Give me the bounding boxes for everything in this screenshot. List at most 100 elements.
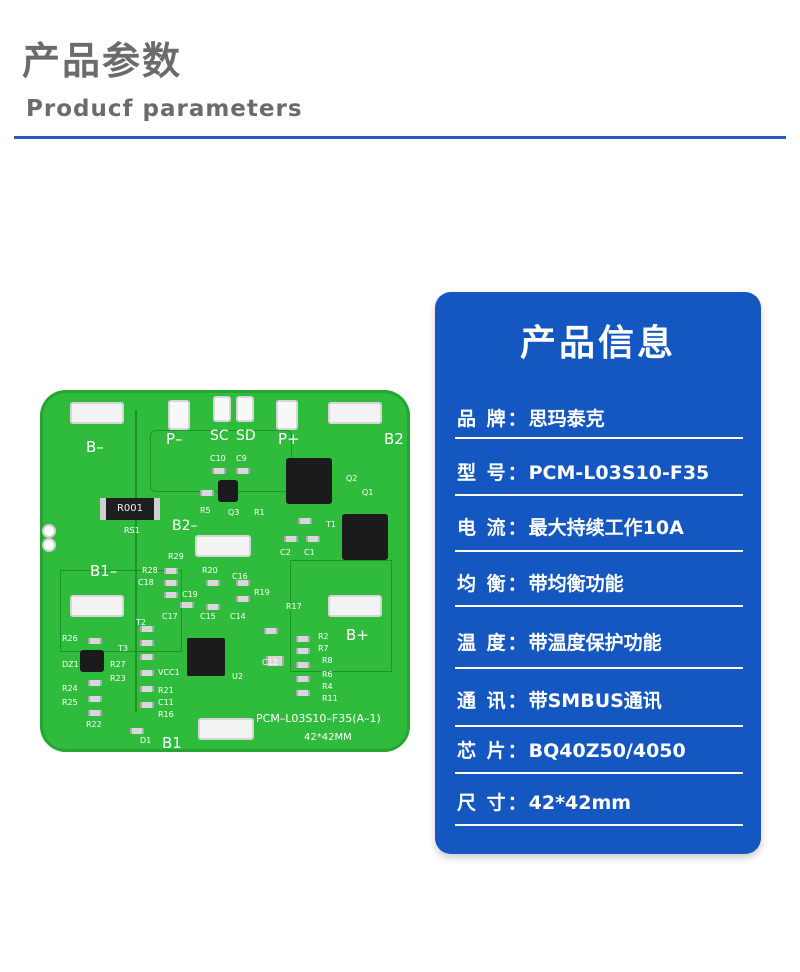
smd-part xyxy=(284,536,298,542)
pcb-ref: T1 xyxy=(326,520,336,529)
smd-part xyxy=(212,468,226,474)
pcb-ref: C2 xyxy=(280,548,291,557)
pcb-ref: R28 xyxy=(142,566,158,575)
smd-part xyxy=(266,656,284,666)
info-row-chip: 芯 片：BQ40Z50/4050 xyxy=(457,736,741,763)
info-label: 型 号： xyxy=(457,462,529,484)
pcb-ref: R24 xyxy=(62,684,78,693)
pcb-label-b1: B1 xyxy=(162,734,182,752)
page-title: 产品参数 xyxy=(22,39,183,83)
smd-part xyxy=(298,518,312,524)
smd-part xyxy=(296,648,310,654)
pad-sd xyxy=(236,396,254,422)
pcb-ref: C1 xyxy=(304,548,315,557)
pcb-ref: C11 xyxy=(158,698,174,707)
info-value: 带均衡功能 xyxy=(528,573,624,595)
smd-part xyxy=(140,640,154,646)
row-divider xyxy=(455,437,743,439)
pcb-ref: Q1 xyxy=(362,488,374,497)
info-row-model: 型 号：PCM-L03S10-F35 xyxy=(457,458,741,485)
smd-part xyxy=(206,604,220,610)
pcb-ref: R7 xyxy=(318,644,329,653)
pcb-ref: R16 xyxy=(158,710,174,719)
pcb-ref: C17 xyxy=(162,612,178,621)
mounting-hole xyxy=(44,526,54,536)
info-label: 芯 片： xyxy=(457,740,529,762)
pcb-ref: RS1 xyxy=(124,526,140,535)
pcb-label-p-minus: P– xyxy=(166,430,183,448)
pcb-ref: R25 xyxy=(62,698,78,707)
info-label: 品 牌： xyxy=(457,408,529,430)
smd-part xyxy=(140,702,154,708)
pcb-label-b1-minus: B1– xyxy=(90,562,118,580)
info-row-brand: 品 牌：思玛泰克 xyxy=(457,404,741,431)
info-label: 电 流： xyxy=(457,517,529,539)
row-divider xyxy=(455,494,743,496)
smd-part xyxy=(180,602,194,608)
smd-part xyxy=(296,690,310,696)
smd-part xyxy=(306,536,320,542)
info-row-communication: 通 讯：带SMBUS通讯 xyxy=(457,686,741,713)
pcb-ref: R11 xyxy=(322,694,338,703)
info-row-current: 电 流：最大持续工作10A xyxy=(457,513,741,540)
pcb-ref: VCC1 xyxy=(158,668,180,677)
smd-part xyxy=(88,638,102,644)
pad-b1-minus xyxy=(70,595,124,617)
pad-b1 xyxy=(198,718,254,740)
product-info-card: 产品信息 品 牌：思玛泰克 型 号：PCM-L03S10-F35 电 流：最大持… xyxy=(435,292,761,854)
smd-part xyxy=(296,636,310,642)
mosfet-q1 xyxy=(342,514,388,560)
pcb-ref: R4 xyxy=(322,682,333,691)
pcb-photo: R001 B– P– SC SD P+ B2 B2– B1– B+ B1 PCM… xyxy=(40,390,410,752)
pcb-ref: R2 xyxy=(318,632,329,641)
smd-part xyxy=(264,628,278,634)
page-subtitle: Producf parameters xyxy=(26,96,303,122)
pcb-label-p-plus: P+ xyxy=(278,430,300,448)
smd-part xyxy=(164,568,178,574)
info-value: 带温度保护功能 xyxy=(528,632,662,654)
info-label: 尺 寸： xyxy=(457,792,529,814)
row-divider xyxy=(455,824,743,826)
smd-part xyxy=(130,728,144,734)
pad-b2-minus xyxy=(195,535,251,557)
pcb-ref: R26 xyxy=(62,634,78,643)
pcb-ref: C12 xyxy=(262,658,278,667)
pcb-ref: D1 xyxy=(140,736,152,745)
pcb-label-b-minus: B– xyxy=(86,438,104,456)
smd-part xyxy=(296,676,310,682)
info-row-temperature: 温 度：带温度保护功能 xyxy=(457,628,741,655)
row-divider xyxy=(455,725,743,727)
pcb-ref: R22 xyxy=(86,720,102,729)
pcb-ref: C10 xyxy=(210,454,226,463)
pcb-ref: R20 xyxy=(202,566,218,575)
smd-part xyxy=(296,662,310,668)
row-divider xyxy=(455,605,743,607)
pcb-label-sd: SD xyxy=(236,428,256,444)
row-divider xyxy=(455,772,743,774)
pcb-label-b-plus: B+ xyxy=(346,626,369,644)
pcb-ref: C18 xyxy=(138,578,154,587)
mounting-hole xyxy=(44,540,54,550)
smd-part xyxy=(140,654,154,660)
mosfet-q2 xyxy=(286,458,332,504)
pcb-ref: R19 xyxy=(254,588,270,597)
pcb-ref: R21 xyxy=(158,686,174,695)
info-label: 均 衡： xyxy=(457,573,529,595)
ic-u2 xyxy=(187,638,225,676)
pcb-ref: Q3 xyxy=(228,508,240,517)
transistor-q3 xyxy=(218,480,238,502)
info-label: 温 度： xyxy=(457,632,529,654)
info-row-balance: 均 衡：带均衡功能 xyxy=(457,569,741,596)
pcb-ref: C16 xyxy=(232,572,248,581)
pcb-trace xyxy=(135,410,137,712)
shunt-resistor: R001 xyxy=(100,498,160,520)
smd-part xyxy=(206,580,220,586)
smd-part xyxy=(88,680,102,686)
pad-b2-top xyxy=(328,402,382,424)
pcb-ref: R27 xyxy=(110,660,126,669)
smd-part xyxy=(140,686,154,692)
smd-part xyxy=(200,490,214,496)
pcb-ref: R8 xyxy=(322,656,333,665)
pcb-ref: R29 xyxy=(168,552,184,561)
smd-part xyxy=(140,670,154,676)
